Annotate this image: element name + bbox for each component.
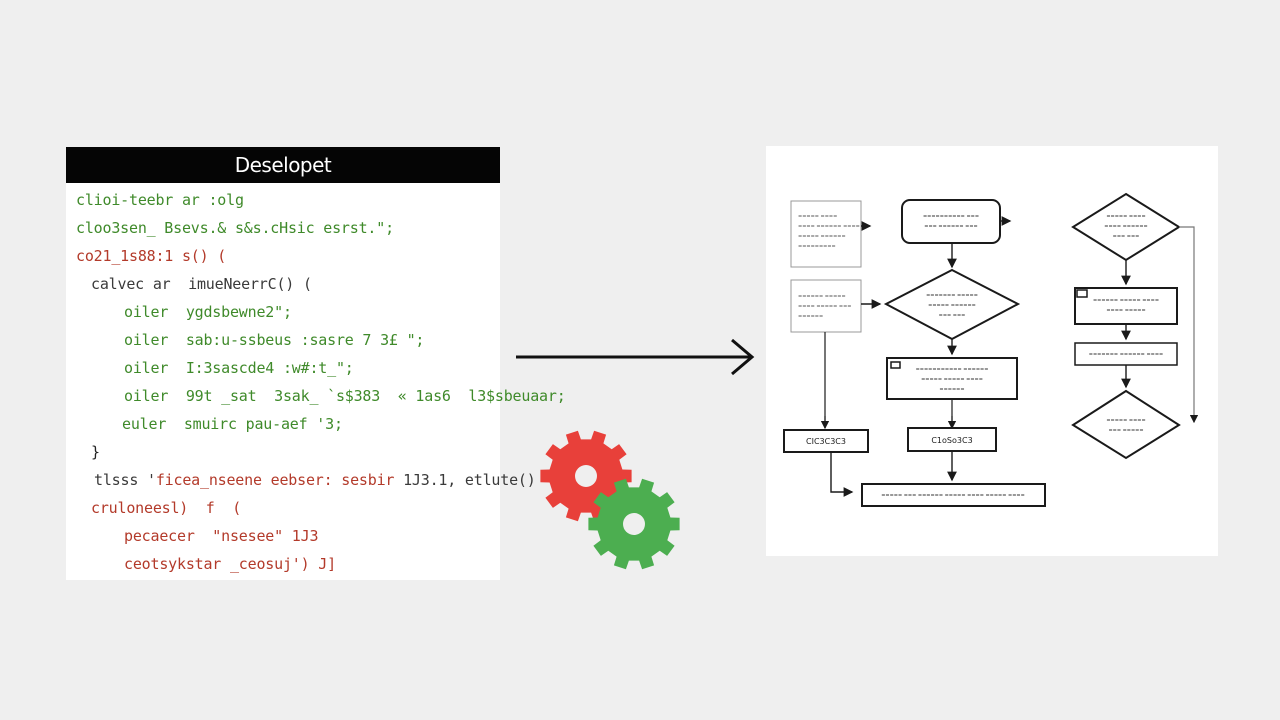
end-box-label: ===== === ====== ===== ==== ===== ==== (881, 493, 1025, 499)
code-line: oiler I:3sascde4 :w#:t_"; (124, 359, 354, 377)
decision-diamond-line: ======= ===== (926, 293, 978, 299)
note-box-1-line: ===== ==== (798, 214, 837, 220)
code-line: co21_1s88:1 s() ( (76, 247, 226, 265)
process-box-line: ===== ===== ==== (921, 377, 983, 383)
right-column: ===== ==== ==== ====== === === ====== ==… (1071, 192, 1199, 460)
code-panel-title: Deselopet (66, 147, 500, 183)
right-process-box-1-line: ====== ===== ==== (1093, 298, 1159, 304)
decision-diamond-line: ===== ====== (928, 303, 976, 309)
right-process-box-2-label: ======= ====== ==== (1089, 352, 1163, 358)
code-line: euler smuirc pau-aef '3; (122, 415, 343, 433)
right-process-box-1-line: ==== ===== (1106, 308, 1145, 314)
note-box-2 (790, 279, 862, 333)
code-line: pecaecer "nsesee" 1J3 (124, 527, 318, 545)
flowchart: ===== ==== ==== ====== ==== ===== ======… (783, 192, 1199, 507)
code-line: calvec ar imueNeerrC() ( (91, 275, 312, 293)
code-token: ficea_nseene eebser: sesbir (155, 471, 404, 489)
code-token: calvec ar imueNeerrC() ( (91, 275, 312, 293)
flowchart-panel: ===== ==== ==== ====== ==== ===== ======… (766, 146, 1218, 556)
decision-diamond-bottom-line: ===== ==== (1106, 418, 1145, 424)
code-token: } (91, 443, 100, 461)
code-line: } (91, 443, 100, 461)
code-token: oiler sab:u-ssbeus :sasre 7 3£ "; (124, 331, 425, 349)
note-box-2-line: ==== ===== === (798, 304, 851, 310)
terminal-box-left-label: CIC3C3C3 (806, 437, 846, 446)
note-box-1-line: ===== ====== (798, 234, 846, 240)
code-token: clioi-teebr ar :olg (76, 191, 244, 209)
code-token: oiler 99t _sat 3sak_ `s$383 « 1as6 l3$sb… (124, 387, 566, 405)
code-lines: clioi-teebr ar :olg cloo3sen_ Bsevs.& s&s… (66, 183, 566, 580)
decision-diamond-bottom (1071, 389, 1181, 460)
note-box-1 (790, 200, 862, 268)
left-column: ===== ==== ==== ====== ==== ===== ======… (783, 200, 882, 497)
code-line: clioi-teebr ar :olg (76, 191, 244, 209)
code-token: cruloneesl) f ( (91, 499, 242, 517)
start-box (901, 199, 1001, 244)
code-line: oiler sab:u-ssbeus :sasre 7 3£ "; (124, 331, 424, 349)
start-box-line: === ====== === (924, 224, 977, 230)
terminal-box-middle-label: C1oSo3C3 (931, 436, 972, 445)
code-token: co21_1s88:1 s() ( (76, 247, 227, 265)
gear-icon-green (588, 478, 680, 570)
code-line: ceotsykstar _ceosuj') J] (124, 555, 336, 573)
code-token: euler smuirc pau-aef '3; (122, 415, 343, 433)
decision-diamond-top-line: ==== ====== (1104, 224, 1147, 230)
code-line: oiler 99t _sat 3sak_ `s$383 « 1as6 l3$sb… (124, 387, 566, 405)
code-line: cloo3sen_ Bsevs.& s&s.cHsic esrst."; (76, 219, 394, 237)
process-box (886, 357, 1018, 400)
code-line: cruloneesl) f ( (91, 499, 241, 517)
code-token: etlute() (464, 471, 536, 489)
decision-diamond-top-line: === === (1113, 234, 1140, 240)
code-token: oiler ygdsbewne2"; (124, 303, 292, 321)
decision-diamond-bottom-line: === ===== (1108, 428, 1143, 434)
process-box-line: ====== (939, 387, 964, 393)
process-box-line: =========== ====== (916, 367, 989, 373)
note-box-1-line: ==== ====== ==== (798, 224, 860, 230)
terminal-box-left (783, 429, 869, 453)
code-token: tlsss ' (94, 471, 156, 489)
right-arrow-icon (516, 338, 755, 376)
code-token: cloo3sen_ Bsevs.& s&s.cHsic esrst."; (76, 219, 394, 237)
end-box (861, 483, 1046, 507)
middle-column: ========== === === ====== === ======= ==… (861, 199, 1046, 507)
decision-diamond-top-line: ===== ==== (1106, 214, 1145, 220)
note-box-2-line: ====== ===== (798, 294, 846, 300)
start-box-line: ========== === (923, 214, 979, 220)
gears-icon (540, 430, 680, 570)
code-line: oiler ygdsbewne2"; (124, 303, 292, 321)
note-box-2-line: ====== (798, 314, 823, 320)
decision-diamond-line: === === (939, 313, 966, 319)
note-box-1-line: ========= (798, 244, 836, 250)
code-line: tlsss 'ficea_nseene eebser: sesbir 1J3.1… (94, 471, 536, 489)
right-process-box-1 (1074, 287, 1178, 325)
code-token: ceotsykstar _ceosuj') J] (124, 555, 336, 573)
code-token: oiler I:3sascde4 :w#:t_"; (124, 359, 354, 377)
code-token: pecaecer "nsesee" 1J3 (124, 527, 319, 545)
code-panel: Deselopet clioi-teebr ar :olg cloo3sen_ B… (66, 147, 566, 580)
code-token: 1J3.1, (403, 471, 465, 489)
